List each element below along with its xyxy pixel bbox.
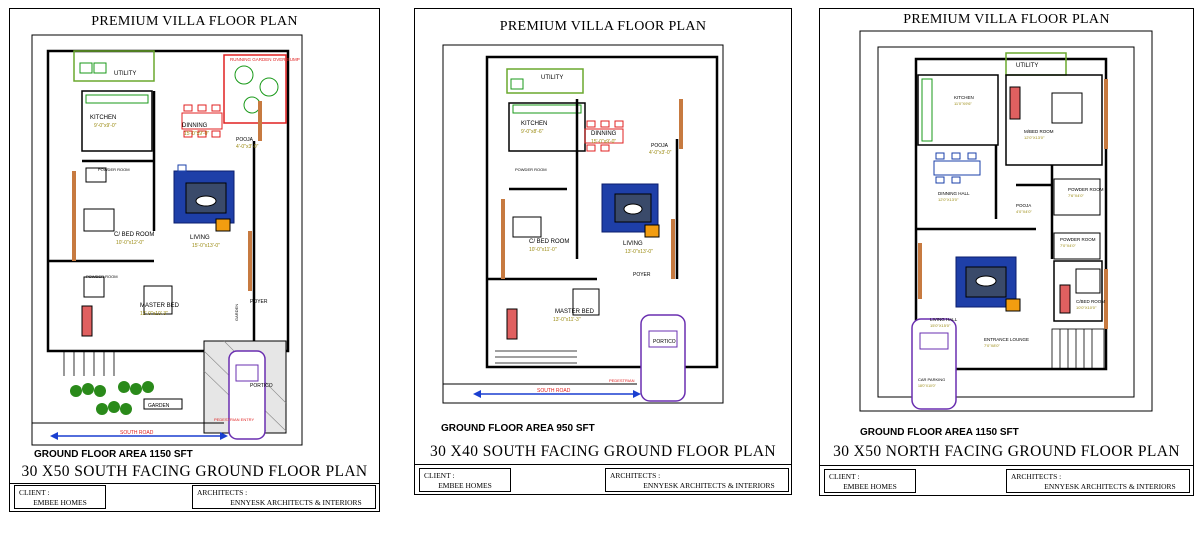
architects-name: ENNYESK ARCHITECTS & INTERIORS — [1044, 482, 1176, 491]
label-cbed: C/BED ROOM — [1076, 299, 1105, 304]
client-cell: CLIENT : EMBEE HOMES — [824, 469, 916, 493]
label-living: LIVING — [190, 235, 210, 241]
label-portico: PORTICO — [250, 383, 273, 389]
architects-name: ENNYESK ARCHITECTS & INTERIORS — [643, 481, 775, 490]
label-dinning-dim: 15'-0"x9'-0" — [591, 139, 616, 145]
architects-cell: ARCHITECTS : ENNYESK ARCHITECTS & INTERI… — [605, 468, 789, 492]
label-kitchen: KITCHEN — [521, 121, 547, 127]
label-road: SOUTH ROAD — [120, 430, 154, 436]
label-master-bed: MASTER BED — [140, 303, 180, 309]
label-entry: PEDESTRIAN ENTRY — [214, 417, 254, 422]
client-label: CLIENT : — [424, 471, 455, 480]
label-pooja-dim: 4'0"X4'0" — [1016, 209, 1033, 214]
floor-plan-sheet-3: PREMIUM VILLA FLOOR PLAN — [819, 8, 1194, 496]
label-powder-2: POWDER ROOM — [86, 274, 118, 279]
client-name: EMBEE HOMES — [843, 482, 897, 491]
label-dinning-dim: 15'-0"x9'-0" — [184, 131, 209, 137]
label-kitchen-dim: 9'-0"x9'-0" — [94, 123, 117, 129]
label-pooja-dim: 4'-0"x3'-0" — [236, 144, 259, 150]
label-living: LIVING — [623, 241, 643, 247]
label-living-dim: 15'-0"x13'-0" — [192, 243, 220, 249]
architects-cell: ARCHITECTS : ENNYESK ARCHITECTS & INTERI… — [192, 485, 376, 509]
label-master-bed-dim: 12'-0"x10'-3" — [140, 311, 168, 317]
label-pooja: POOJA — [651, 143, 669, 149]
client-cell: CLIENT : EMBEE HOMES — [14, 485, 106, 509]
label-master-bed-dim: 13'-0"x11'-3" — [553, 317, 581, 323]
label-powder: POWDER ROOM — [98, 167, 130, 172]
floor-plan-sheet-1: PREMIUM VILLA FLOOR PLAN — [9, 8, 380, 512]
architects-cell: ARCHITECTS : ENNYESK ARCHITECTS & INTERI… — [1006, 469, 1190, 493]
label-cbed: C/ BED ROOM — [529, 239, 569, 245]
label-garden: GARDEN — [148, 403, 170, 409]
label-dining-hall-dim: 12'0"X13'0" — [938, 197, 959, 202]
label-powder-2-dim: 7'0"X4'0" — [1060, 243, 1077, 248]
label-cbed-dim: 10'-0"x12'-0" — [116, 240, 144, 246]
label-entry: PEDESTRIAN — [609, 378, 635, 383]
title-divider — [10, 483, 379, 484]
label-dinning: DINNING — [591, 131, 617, 137]
label-powder-2: POWDER ROOM — [1060, 237, 1096, 242]
floor-plan-drawing: UTILITY KITCHEN 9'-0"x8'-6" DINNING 15'-… — [442, 44, 724, 404]
label-powder: POWDER ROOM — [515, 167, 547, 172]
label-pooja-dim: 4'-0"x3'-0" — [649, 150, 672, 156]
sheet-header: PREMIUM VILLA FLOOR PLAN — [91, 14, 298, 29]
ground-floor-area: GROUND FLOOR AREA 1150 SFT — [34, 449, 193, 460]
label-kitchen-dim: 11'0"X9'6" — [954, 101, 972, 106]
label-car: CAR PARKING — [918, 377, 945, 382]
label-entrance: ENTRANCE LOUNGE — [984, 337, 1029, 342]
floor-plan-sheet-2: PREMIUM VILLA FLOOR PLAN — [414, 8, 792, 495]
label-powder: POWDER ROOM — [1068, 187, 1104, 192]
architects-name: ENNYESK ARCHITECTS & INTERIORS — [230, 498, 362, 507]
label-car-dim: 18'0"X10'0" — [918, 384, 937, 388]
title-divider — [415, 464, 791, 465]
label-mbed-dim: 12'0"X13'0" — [1024, 135, 1045, 140]
label-kitchen-dim: 9'-0"x8'-6" — [521, 129, 544, 135]
label-mbed: M/BED ROOM — [1024, 129, 1054, 134]
label-poyer: POYER — [250, 299, 268, 305]
label-portico: PORTICO — [653, 339, 676, 345]
architects-label: ARCHITECTS : — [610, 471, 661, 480]
label-pooja: POOJA — [236, 137, 254, 143]
architects-label: ARCHITECTS : — [1011, 472, 1062, 481]
plan-title: 30 X40 SOUTH FACING GROUND FLOOR PLAN — [429, 443, 777, 460]
client-name: EMBEE HOMES — [438, 481, 492, 490]
label-cbed-dim: 10'-0"x11'-0" — [529, 247, 557, 253]
client-cell: CLIENT : EMBEE HOMES — [419, 468, 511, 492]
ground-floor-area: GROUND FLOOR AREA 1150 SFT — [860, 427, 1019, 438]
architects-label: ARCHITECTS : — [197, 488, 248, 497]
label-kitchen: KITCHEN — [90, 115, 116, 121]
label-master-bed: MASTER BED — [555, 309, 595, 315]
floor-plan-drawing: UTILITY KITCHEN 11'0"X9'6" M/BED ROOM 12… — [859, 30, 1153, 412]
label-utility: UTILITY — [1016, 63, 1038, 69]
label-living-hall-dim: 15'0"X15'0" — [930, 323, 951, 328]
label-road: SOUTH ROAD — [537, 388, 571, 394]
label-entrance-dim: 7'0"X8'0" — [984, 343, 1001, 348]
label-living-hall: LIVING HALL — [930, 317, 958, 322]
label-garden-side: GARDEN — [234, 304, 239, 321]
ground-floor-area: GROUND FLOOR AREA 950 SFT — [441, 423, 595, 434]
label-utility: UTILITY — [541, 75, 563, 81]
label-pooja: POOJA — [1016, 203, 1031, 208]
label-cbed-dim: 10'0"X10'0" — [1076, 305, 1097, 310]
sheet-header: PREMIUM VILLA FLOOR PLAN — [499, 19, 707, 34]
plan-title: 30 X50 SOUTH FACING GROUND FLOOR PLAN — [21, 463, 368, 480]
label-dining-hall: DINNING HALL — [938, 191, 970, 196]
sheet-header: PREMIUM VILLA FLOOR PLAN — [903, 12, 1110, 27]
label-living-dim: 13'-0"x13'-0" — [625, 249, 653, 255]
title-divider — [820, 465, 1193, 466]
label-powder-dim: 7'6"X4'0" — [1068, 193, 1085, 198]
label-dinning: DINNING — [182, 123, 208, 129]
client-label: CLIENT : — [829, 472, 860, 481]
label-poyer: POYER — [633, 272, 651, 278]
label-kitchen: KITCHEN — [954, 95, 974, 100]
floor-plan-drawing: UTILITY RUNNING GARDEN OVER SUMP KITCHEN… — [31, 34, 303, 446]
client-name: EMBEE HOMES — [33, 498, 87, 507]
label-utility: UTILITY — [114, 71, 136, 77]
client-label: CLIENT : — [19, 488, 50, 497]
label-garden-top: RUNNING GARDEN OVER SUMP — [230, 57, 300, 62]
label-cbed: C/ BED ROOM — [114, 232, 154, 238]
plan-title: 30 X50 NORTH FACING GROUND FLOOR PLAN — [833, 443, 1180, 460]
